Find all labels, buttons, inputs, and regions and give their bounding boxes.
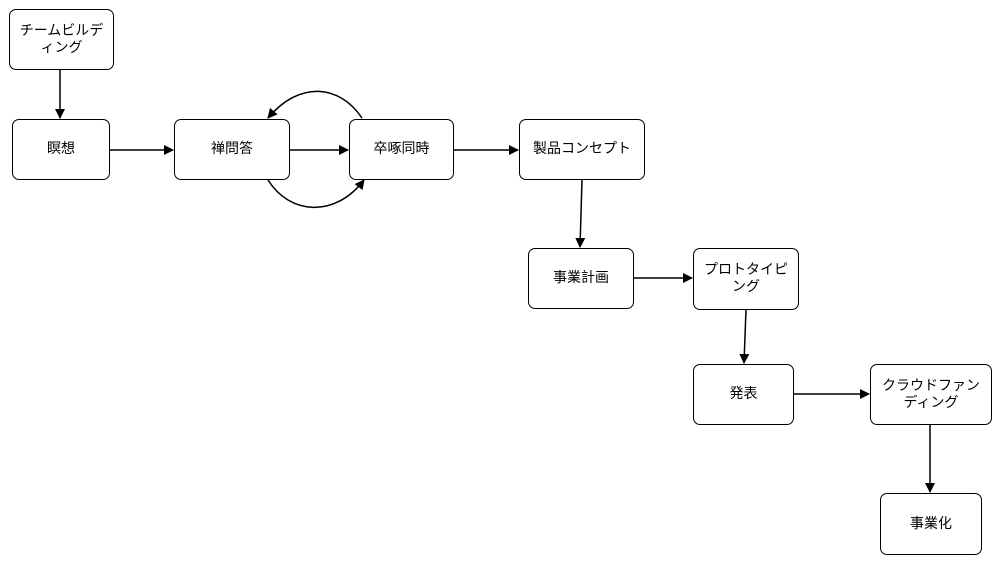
node-team-building-label: チームビルディング [19, 22, 104, 56]
node-meditation: 瞑想 [12, 119, 110, 180]
edge-sottaku-doji-to-zen-dialogue-curved [267, 90, 363, 119]
node-commercialization-label: 事業化 [910, 515, 952, 532]
node-sottaku-doji: 卒啄同時 [349, 119, 454, 180]
node-zen-dialogue: 禅問答 [174, 119, 290, 180]
node-presentation: 発表 [693, 364, 794, 425]
node-sottaku-doji-label: 卒啄同時 [373, 141, 430, 157]
node-prototyping: プロトタイピング [693, 248, 799, 310]
node-product-concept: 製品コンセプト [519, 119, 645, 180]
node-business-plan: 事業計画 [528, 248, 634, 309]
node-presentation-label: 発表 [729, 386, 758, 402]
node-product-concept-label: 製品コンセプト [533, 141, 631, 157]
node-meditation-label: 瞑想 [47, 141, 75, 157]
node-zen-dialogue-label: 禅問答 [211, 141, 253, 157]
edge-prototyping-to-presentation [739, 309, 750, 364]
node-crowdfunding-label: クラウドファンディング [882, 377, 980, 411]
node-crowdfunding: クラウドファンディング [870, 364, 992, 425]
edge-zen-dialogue-to-sottaku-doji-curved [267, 179, 365, 209]
edge-product-concept-to-business-plan [575, 179, 586, 248]
node-team-building: チームビルディング [9, 9, 114, 70]
node-business-plan-label: 事業計画 [553, 270, 609, 286]
node-prototyping-label: プロトタイピング [704, 262, 788, 295]
node-commercialization: 事業化 [880, 493, 982, 555]
